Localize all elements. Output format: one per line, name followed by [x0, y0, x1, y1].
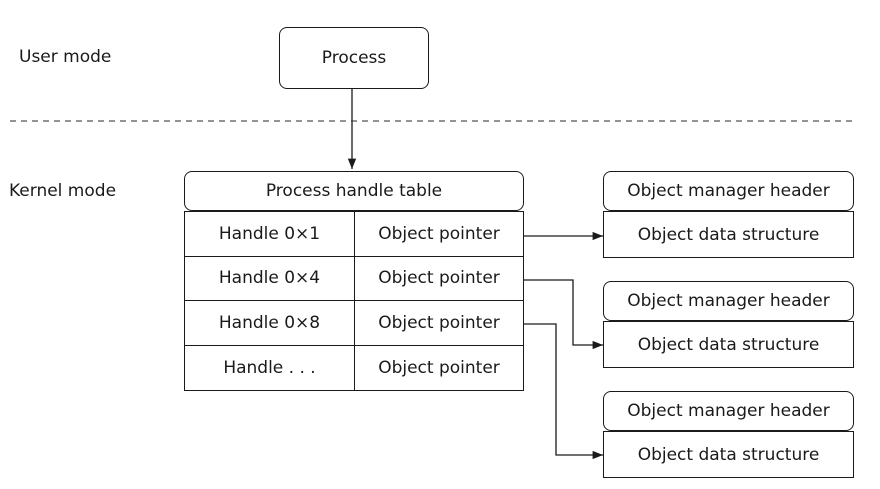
pointer-2-arrow — [524, 279, 603, 350]
object-manager-header-label: Object manager header — [627, 181, 830, 201]
handle-table-title: Process handle table — [184, 171, 524, 211]
object-manager-header: Object manager header — [603, 281, 854, 321]
object-pointer-cell: Object pointer — [355, 212, 523, 257]
object-manager-header-label: Object manager header — [627, 291, 830, 311]
handle-cell: Handle 0×4 — [185, 256, 355, 301]
object-data-structure: Object data structure — [603, 431, 854, 478]
object-manager-header: Object manager header — [603, 171, 854, 211]
process-box: Process — [279, 27, 429, 89]
object-pointer-cell: Object pointer — [378, 357, 500, 378]
handle-table: Handle 0×1 Object pointer Handle 0×4 Obj… — [184, 211, 524, 391]
object-data-structure: Object data structure — [603, 321, 854, 368]
pointer-3-arrow — [524, 323, 603, 460]
object-data-structure-label: Object data structure — [637, 334, 820, 355]
object-pointer-cell: Object pointer — [355, 301, 523, 346]
object-data-structure-label: Object data structure — [637, 444, 820, 465]
handle-cell: Handle 0×8 — [185, 301, 355, 346]
handle-cell: Handle 0×1 — [185, 212, 355, 257]
user-mode-label: User mode — [19, 47, 112, 67]
object-data-structure-label: Object data structure — [637, 224, 820, 245]
handle-table-title-label: Process handle table — [265, 181, 443, 201]
object-manager-header-label: Object manager header — [627, 401, 830, 421]
object-manager-header: Object manager header — [603, 391, 854, 431]
object-pointer-cell: Object pointer — [355, 257, 523, 301]
handle-cell: Handle . . . — [185, 345, 355, 390]
kernel-mode-label: Kernel mode — [9, 181, 117, 201]
object-data-structure: Object data structure — [603, 211, 854, 258]
process-label: Process — [321, 48, 387, 68]
